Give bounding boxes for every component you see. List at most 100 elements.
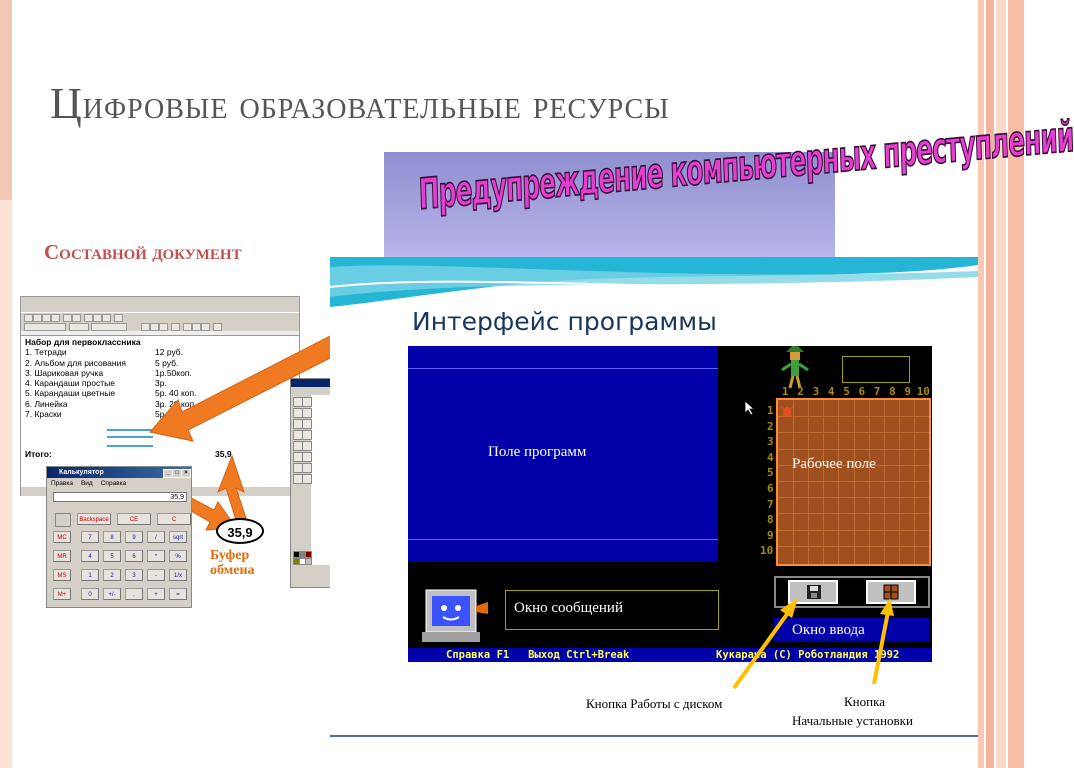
disk-button[interactable] xyxy=(788,580,838,604)
item-name: 2. Альбом для рисования xyxy=(25,357,126,368)
input-window[interactable] xyxy=(774,618,930,642)
menu-view[interactable]: Вид xyxy=(80,480,93,487)
paint-tool-button[interactable] xyxy=(302,430,312,440)
paint-tool-button[interactable] xyxy=(302,441,312,451)
robot-status-box xyxy=(842,356,910,383)
calc-key[interactable]: = xyxy=(169,588,187,600)
item-price: 1р.50коп. xyxy=(155,367,192,378)
calc-key[interactable]: / xyxy=(147,531,165,543)
calc-key[interactable]: 2 xyxy=(103,569,121,581)
palette-color[interactable] xyxy=(305,558,312,565)
calc-key[interactable]: 0 xyxy=(81,588,99,600)
calc-key-1[interactable]: CE xyxy=(117,513,151,525)
caption-disk-button: Кнопка Работы с диском xyxy=(586,696,723,711)
column-number: 1 xyxy=(782,385,789,398)
column-number: 7 xyxy=(873,385,881,398)
wordpad-titlebar xyxy=(21,297,299,305)
paint-tool-button[interactable] xyxy=(302,419,312,429)
total-value: 35,9 xyxy=(215,449,232,459)
paint-tool-button[interactable] xyxy=(302,397,312,407)
column-number: 4 xyxy=(827,385,835,398)
calculator-titlebar: Калькулятор _ □ × xyxy=(47,467,191,478)
total-label: Итого: xyxy=(25,449,52,459)
program-field[interactable] xyxy=(408,346,718,562)
column-number: 5 xyxy=(843,385,850,398)
calc-key[interactable]: , xyxy=(125,588,143,600)
wordpad-ruler xyxy=(21,331,299,336)
header-swoosh xyxy=(329,257,979,307)
caption-settings-line2: Начальные установки xyxy=(792,713,913,728)
arrow-to-wordpad xyxy=(149,333,343,442)
paint-tool-button[interactable] xyxy=(302,452,312,462)
calc-key[interactable]: +/- xyxy=(103,588,121,600)
calc-key[interactable]: + xyxy=(147,588,165,600)
column-number: 6 xyxy=(858,385,866,398)
calc-key[interactable]: 1/x xyxy=(169,569,187,581)
arrow-from-clipboard xyxy=(217,454,247,521)
memory-indicator xyxy=(55,513,71,527)
calc-key[interactable]: 1 xyxy=(81,569,99,581)
calc-key[interactable]: M+ xyxy=(53,588,71,600)
menu-edit[interactable]: Правка xyxy=(51,480,73,487)
item-name: 3. Шариковая ручка xyxy=(25,367,104,378)
calculator-display: 35,9 xyxy=(53,492,187,502)
paint-tool-button[interactable] xyxy=(302,408,312,418)
calc-key[interactable]: - xyxy=(147,569,165,581)
slide-title: Цифровые образовательные ресурсы xyxy=(50,79,670,128)
palette-color[interactable] xyxy=(305,551,312,558)
item-price: 3р. xyxy=(155,378,167,389)
caption-settings-line1: Кнопка xyxy=(844,694,885,709)
paint-titlebar xyxy=(291,379,333,387)
paint-tool-button[interactable] xyxy=(302,463,312,473)
work-field-label: Рабочее поле xyxy=(792,456,876,472)
robot-cockroach-icon xyxy=(781,346,809,389)
calc-key-0[interactable]: Backspace xyxy=(77,513,111,525)
calc-key[interactable]: 5 xyxy=(103,550,121,562)
cockroach-marker-icon xyxy=(780,406,794,418)
close-button[interactable]: × xyxy=(181,469,191,478)
banner-image: Предупреждение компьютерных преступлений xyxy=(384,111,1074,258)
status-hotkeys: Справка F1 Выход Ctrl+Break xyxy=(446,649,630,661)
menu-help[interactable]: Справка xyxy=(100,480,127,487)
calc-key-2[interactable]: C xyxy=(157,513,191,525)
calc-key[interactable]: 8 xyxy=(103,531,121,543)
calc-key[interactable]: % xyxy=(169,550,187,562)
caption-arrows xyxy=(732,598,894,690)
calc-key[interactable]: sqrt xyxy=(169,531,187,543)
calc-key[interactable]: 3 xyxy=(125,569,143,581)
work-field[interactable] xyxy=(776,398,931,566)
message-window-label: Окно сообщений xyxy=(514,600,623,616)
calc-key[interactable]: 6 xyxy=(125,550,143,562)
bottom-rule xyxy=(330,735,978,737)
calc-key[interactable]: MS xyxy=(53,569,71,581)
clipboard-value: 35,9 xyxy=(216,518,264,544)
calc-key[interactable]: * xyxy=(147,550,165,562)
row-number: 9 xyxy=(767,528,774,542)
slide-right-stripes xyxy=(978,0,1024,768)
item-name: 7. Краски xyxy=(25,409,62,420)
row-number: 8 xyxy=(767,513,774,527)
row-number: 2 xyxy=(767,419,774,433)
item-price: 12 руб. xyxy=(155,347,184,358)
wordpad-menubar xyxy=(21,305,299,312)
calc-key[interactable]: 9 xyxy=(125,531,143,543)
row-number: 10 xyxy=(760,544,774,558)
slide-subtitle: Составной документ xyxy=(44,240,242,264)
column-number: 2 xyxy=(797,385,804,398)
item-name: 6. Линейка xyxy=(25,398,68,409)
arrow-head-settings xyxy=(880,598,894,616)
row-number: 7 xyxy=(767,497,774,511)
row-number: 1 xyxy=(767,404,774,417)
calc-key[interactable]: MR xyxy=(53,550,71,562)
paint-tool-button[interactable] xyxy=(302,474,312,484)
calc-key[interactable]: 4 xyxy=(81,550,99,562)
calc-key[interactable]: MC xyxy=(53,531,71,543)
input-window-label: Окно ввода xyxy=(792,622,865,638)
document-heading: Набор для первоклассника xyxy=(25,337,141,347)
wordpad-format-bar xyxy=(21,322,299,331)
calc-key[interactable]: 7 xyxy=(81,531,99,543)
paint-canvas[interactable] xyxy=(311,395,333,565)
